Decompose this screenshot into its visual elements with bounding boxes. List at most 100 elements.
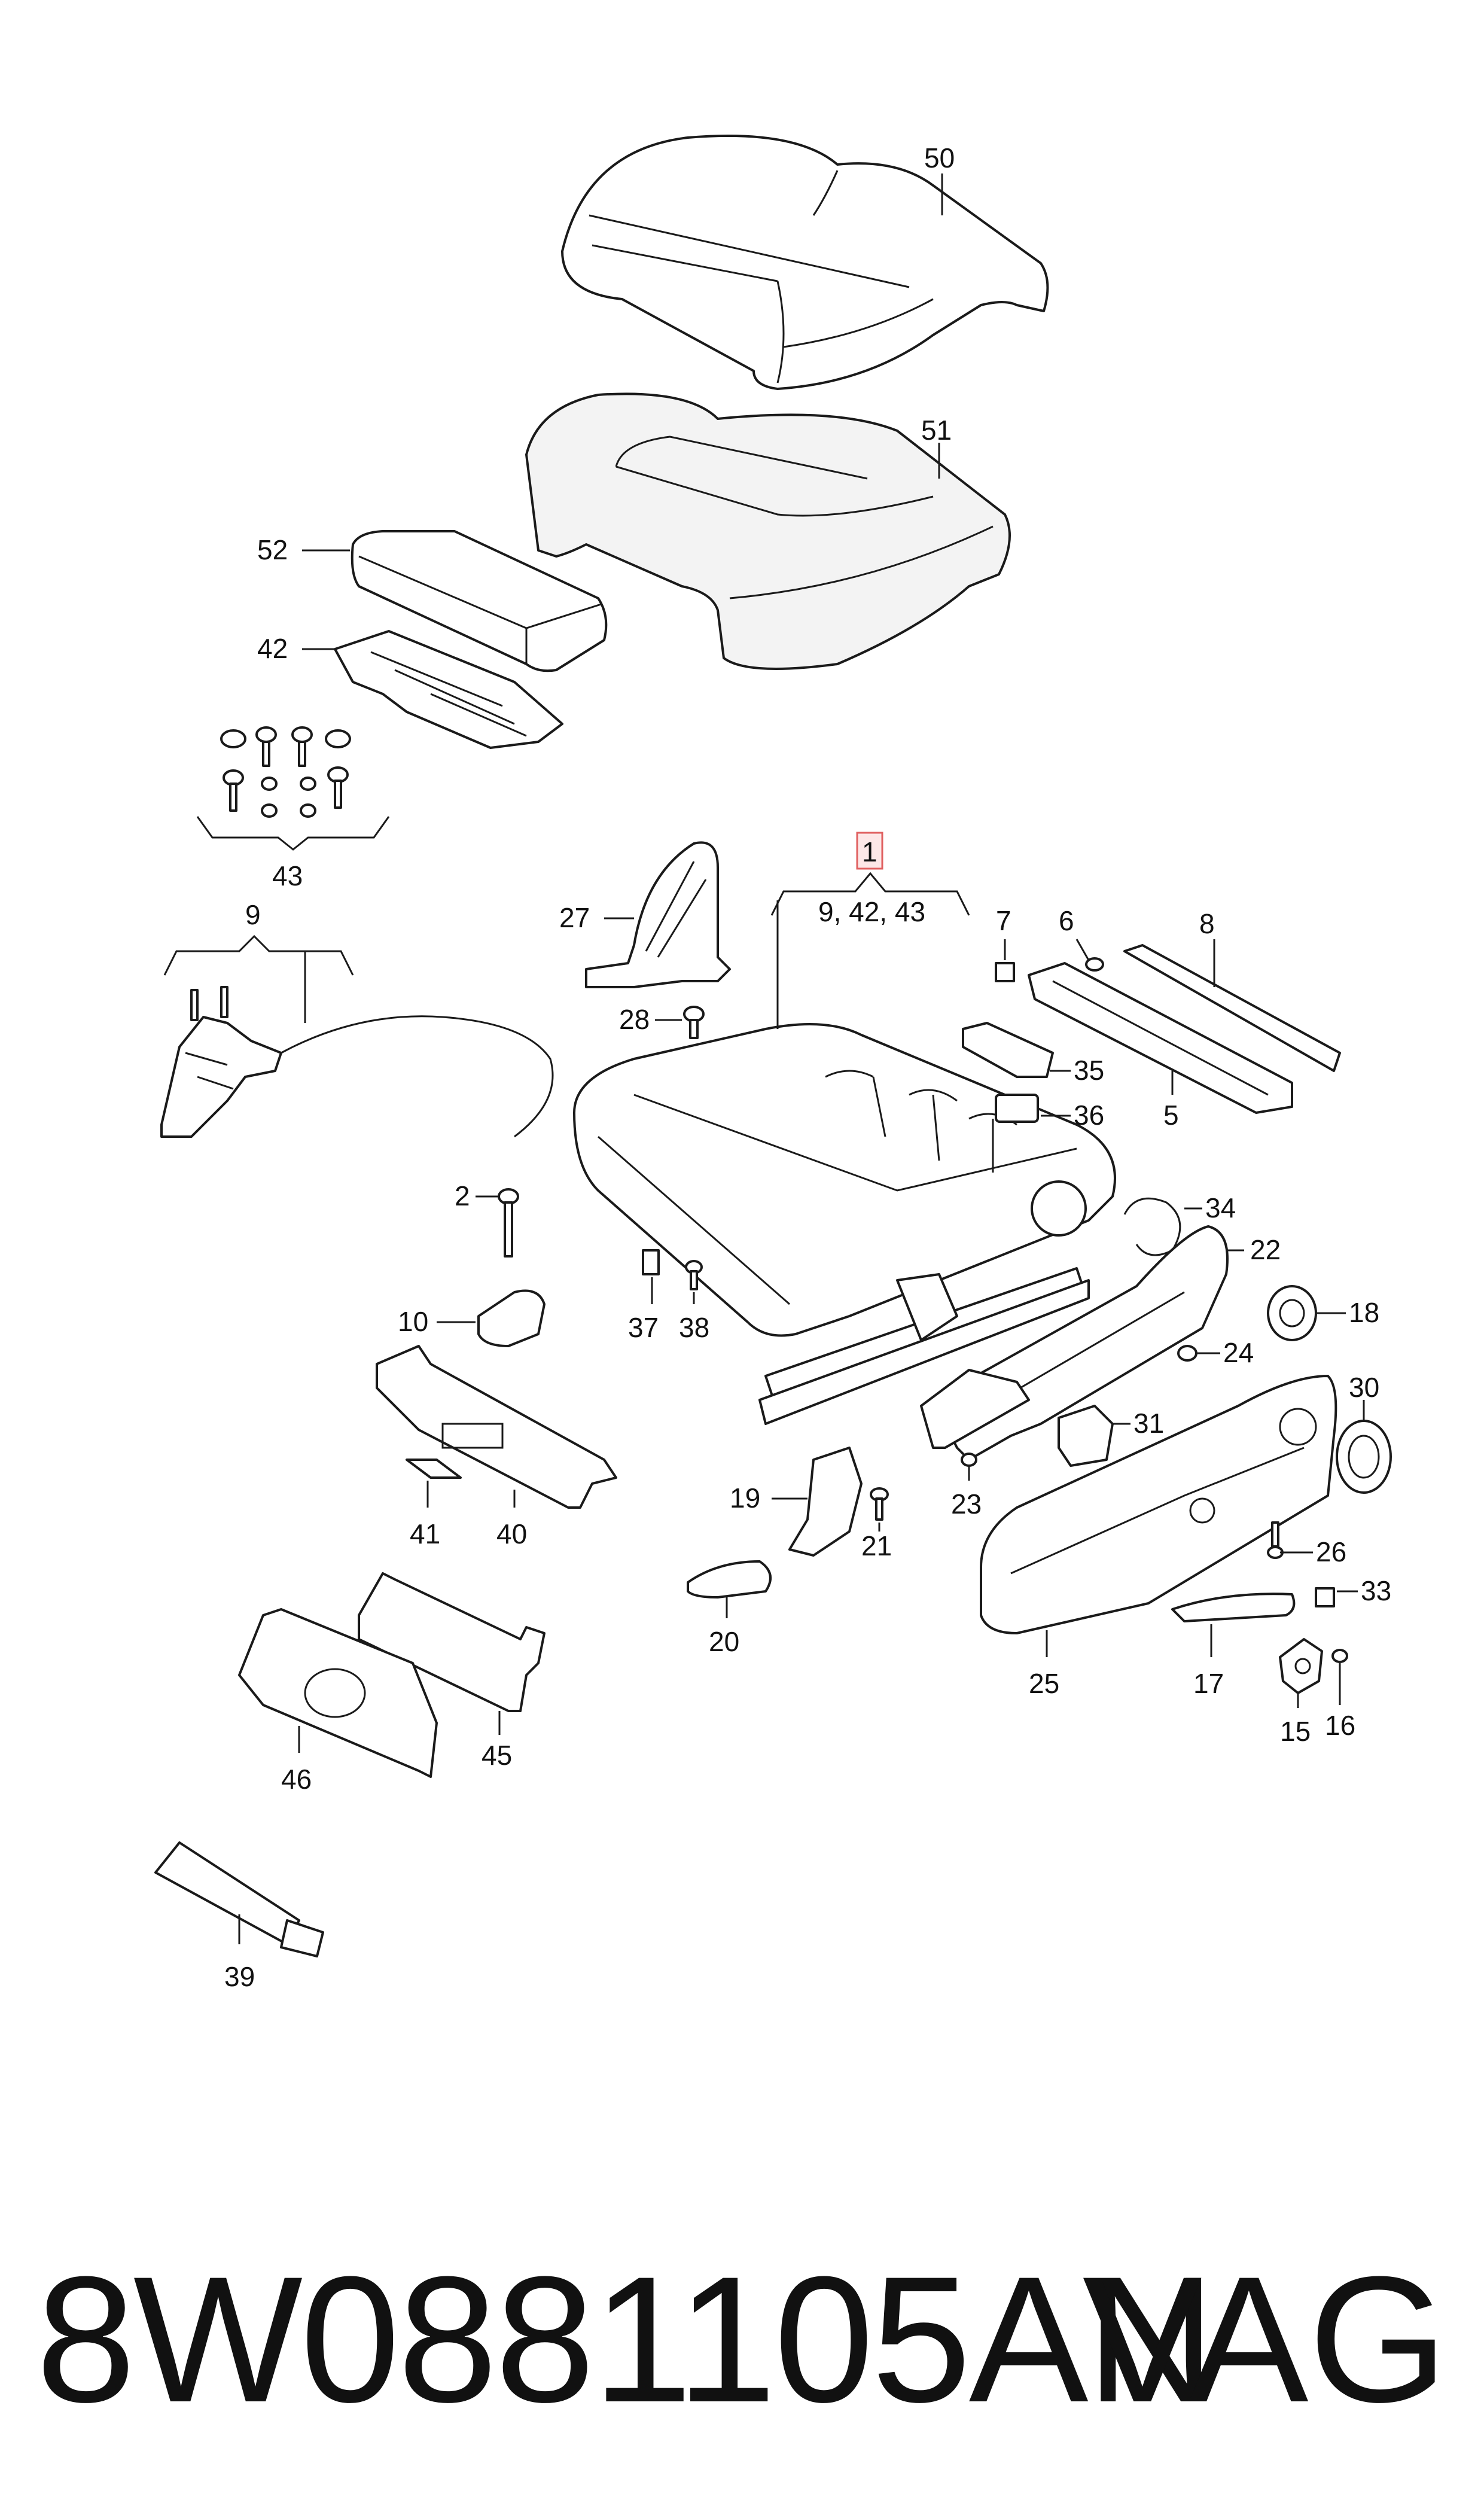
- svg-text:37: 37: [628, 1312, 659, 1343]
- svg-text:15: 15: [1280, 1716, 1311, 1747]
- svg-text:31: 31: [1133, 1408, 1164, 1439]
- label-17: 17: [1193, 1624, 1224, 1699]
- svg-text:35: 35: [1074, 1055, 1104, 1086]
- part-46-housing: [238, 1608, 438, 1778]
- part-34-wire-clip: [1123, 1197, 1181, 1256]
- label-8: 8: [1199, 908, 1215, 987]
- part-37-clip: [642, 1249, 660, 1275]
- label-5: 5: [1163, 1071, 1179, 1131]
- svg-text:25: 25: [1029, 1668, 1059, 1699]
- svg-text:18: 18: [1349, 1297, 1379, 1328]
- label-37: 37: [628, 1277, 659, 1343]
- svg-text:9, 42, 43: 9, 42, 43: [818, 896, 925, 927]
- part-41-switch: [406, 1459, 462, 1479]
- svg-text:36: 36: [1074, 1100, 1104, 1131]
- part-33-clip: [1315, 1587, 1335, 1607]
- svg-text:46: 46: [281, 1764, 312, 1795]
- part-20-cap: [687, 1560, 772, 1599]
- svg-text:38: 38: [679, 1312, 709, 1343]
- label-20: 20: [709, 1597, 739, 1657]
- svg-text:17: 17: [1193, 1668, 1224, 1699]
- svg-text:21: 21: [861, 1530, 892, 1561]
- svg-text:42: 42: [257, 633, 288, 664]
- svg-text:2: 2: [455, 1180, 470, 1211]
- footer: 8W0881105AN VAG: [0, 2213, 1484, 2465]
- label-52: 52: [257, 534, 350, 565]
- part-8-rail-cover: [1123, 944, 1341, 1072]
- brand-name: VAG: [1082, 2239, 1448, 2440]
- label-43: 43: [196, 816, 390, 891]
- part-15-hinge: [1279, 1638, 1323, 1694]
- label-9: 9: [163, 899, 354, 1023]
- label-24: 24: [1196, 1337, 1254, 1368]
- part-21-screw: [870, 1487, 889, 1521]
- label-33: 33: [1337, 1575, 1391, 1606]
- part-5-rail: [1028, 962, 1293, 1114]
- parts-diagram: 50 51 52 42 43: [154, 135, 1392, 1992]
- label-35: 35: [1050, 1055, 1104, 1086]
- label-26: 26: [1280, 1536, 1346, 1567]
- label-31: 31: [1113, 1408, 1164, 1439]
- part-9-adjuster-cable: [160, 986, 554, 1138]
- label-22: 22: [1226, 1234, 1281, 1265]
- svg-text:40: 40: [496, 1518, 527, 1549]
- svg-text:41: 41: [410, 1518, 440, 1549]
- label-50: 50: [924, 142, 955, 215]
- part-10-end-cap: [477, 1289, 546, 1347]
- part-1-seat-frame: [573, 1023, 1116, 1425]
- svg-text:51: 51: [921, 415, 952, 446]
- part-25-side-panel: [980, 1375, 1337, 1634]
- svg-text:33: 33: [1361, 1575, 1391, 1606]
- svg-text:20: 20: [709, 1626, 739, 1657]
- label-34: 34: [1184, 1192, 1236, 1223]
- svg-text:9: 9: [245, 899, 261, 930]
- svg-text:45: 45: [482, 1740, 512, 1771]
- part-6-screw: [1085, 957, 1104, 972]
- label-41: 41: [410, 1481, 440, 1549]
- svg-text:16: 16: [1325, 1710, 1355, 1741]
- part-23-screw: [920, 1369, 1030, 1467]
- label-30: 30: [1349, 1372, 1379, 1421]
- part-45-bracket: [358, 1572, 546, 1712]
- part-24-clip: [1177, 1345, 1197, 1362]
- part-30-handwheel: [1336, 1420, 1392, 1494]
- svg-text:30: 30: [1349, 1372, 1379, 1403]
- part-51-foam-pad: [525, 392, 1011, 670]
- part-28-screw: [683, 1006, 705, 1039]
- label-46: 46: [281, 1726, 312, 1795]
- label-40: 40: [496, 1490, 527, 1549]
- label-27: 27: [559, 902, 634, 933]
- label-7: 7: [996, 905, 1011, 960]
- part-43-fasteners: [220, 726, 351, 818]
- label-51: 51: [921, 415, 952, 479]
- label-45: 45: [482, 1711, 512, 1771]
- part-38-screw: [685, 1260, 703, 1290]
- svg-text:39: 39: [224, 1961, 255, 1992]
- svg-text:19: 19: [730, 1482, 760, 1514]
- part-19-bracket: [788, 1447, 863, 1557]
- svg-text:27: 27: [559, 902, 590, 933]
- label-18: 18: [1316, 1297, 1379, 1328]
- label-15: 15: [1280, 1693, 1311, 1747]
- svg-text:50: 50: [924, 142, 955, 173]
- svg-text:1: 1: [862, 836, 877, 867]
- part-17-trim-strip: [1171, 1593, 1296, 1622]
- svg-text:26: 26: [1316, 1536, 1346, 1567]
- svg-text:8: 8: [1199, 908, 1215, 939]
- label-23: 23: [951, 1466, 982, 1520]
- svg-text:43: 43: [272, 860, 303, 891]
- part-2-bolt: [498, 1188, 519, 1258]
- part-7-clip: [995, 962, 1015, 982]
- svg-text:7: 7: [996, 905, 1011, 936]
- label-1: 1 9, 42, 43: [770, 832, 970, 1029]
- label-16: 16: [1325, 1663, 1355, 1741]
- part-42-plate: [334, 630, 563, 749]
- label-42: 42: [257, 633, 335, 664]
- part-39-grease-tube: [154, 1841, 324, 1957]
- label-38: 38: [679, 1292, 709, 1343]
- svg-text:24: 24: [1223, 1337, 1254, 1368]
- part-35-bracket: [962, 1022, 1054, 1078]
- label-36: 36: [1041, 1100, 1104, 1131]
- part-52-cushion: [351, 530, 608, 672]
- label-2: 2: [455, 1180, 499, 1211]
